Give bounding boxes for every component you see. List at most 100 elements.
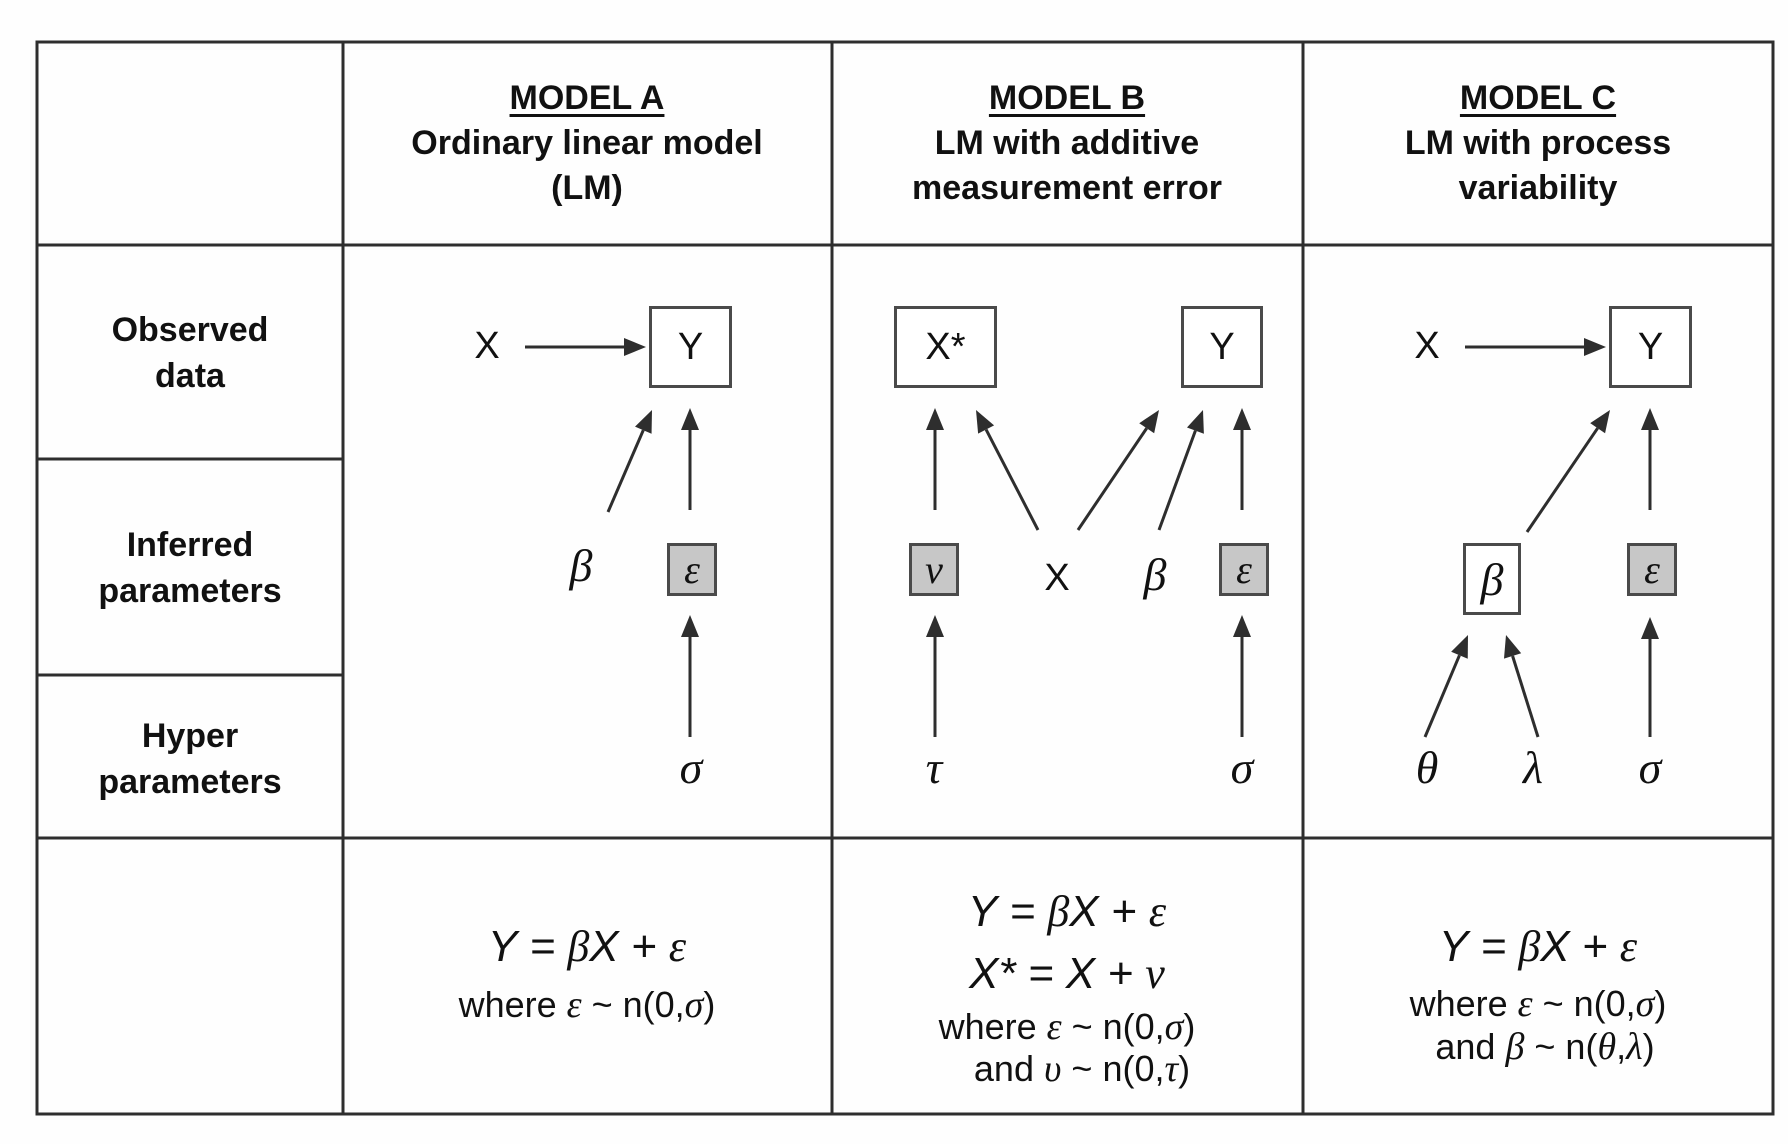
arrow-model-c-beta-to-y bbox=[1525, 410, 1610, 533]
model-b-node-nu: ν bbox=[909, 543, 959, 596]
greek-symbol: ν bbox=[1145, 949, 1165, 998]
arrow-head-icon bbox=[1451, 635, 1468, 659]
equation-text: where bbox=[1409, 983, 1518, 1024]
arrow-model-b-tau-to-nu bbox=[926, 615, 944, 737]
row-label-observed-data: Observed data bbox=[112, 307, 269, 399]
equation-text: X + bbox=[1540, 922, 1620, 971]
arrow-model-c-x-to-y bbox=[1465, 338, 1606, 356]
arrow-head-icon bbox=[1233, 408, 1251, 430]
arrows bbox=[525, 338, 1659, 738]
greek-symbol: θ bbox=[1597, 1026, 1617, 1068]
arrow-model-b-nu-to-xstar bbox=[926, 408, 944, 510]
model-c-title: MODEL C bbox=[1459, 79, 1617, 117]
model-c-node-beta: β bbox=[1463, 543, 1521, 615]
node-label: ε bbox=[684, 547, 700, 592]
model-c-condition: where ε ~ n(0,σ) bbox=[1410, 985, 1667, 1023]
arrow-head-icon bbox=[681, 408, 699, 430]
equation-text: X + bbox=[1069, 887, 1149, 936]
column-header-model-b: MODEL B LM with additive measurement err… bbox=[912, 76, 1222, 211]
model-b-title: MODEL B bbox=[988, 79, 1146, 117]
row-label-line: Hyper bbox=[141, 717, 239, 755]
row-label-line: Inferred bbox=[126, 526, 254, 564]
arrow-head-icon bbox=[1233, 615, 1251, 637]
row-label-line: Observed bbox=[111, 311, 269, 349]
arrow-model-a-x-to-y bbox=[525, 338, 646, 356]
greek-symbol: β bbox=[567, 922, 590, 971]
model-b-node-tau: τ bbox=[925, 742, 943, 793]
row-label-line: parameters bbox=[98, 763, 282, 801]
arrow-model-b-x-to-y bbox=[1076, 410, 1159, 531]
arrow-shaft bbox=[1157, 430, 1197, 531]
equation-text: Y = bbox=[487, 922, 568, 971]
greek-symbol: ε bbox=[668, 922, 687, 971]
model-c-condition: and β ~ n(θ,λ) bbox=[1435, 1028, 1654, 1066]
arrow-head-icon bbox=[926, 615, 944, 637]
node-label: Y bbox=[1637, 325, 1664, 368]
model-a-subtitle-line: Ordinary linear model bbox=[411, 124, 763, 162]
greek-symbol: τ bbox=[1164, 1048, 1179, 1090]
model-c-subtitle-line: variability bbox=[1458, 169, 1618, 207]
equation-text: where bbox=[938, 1006, 1047, 1047]
greek-symbol: σ bbox=[1635, 983, 1655, 1025]
model-b-condition: and υ ~ n(0,τ) bbox=[974, 1050, 1190, 1088]
arrow-head-icon bbox=[1139, 410, 1159, 434]
greek-symbol: ε bbox=[566, 984, 582, 1026]
row-label-line: data bbox=[155, 357, 225, 395]
arrow-model-a-epsilon-to-y bbox=[681, 408, 699, 510]
model-c-node-sigma: σ bbox=[1638, 742, 1662, 793]
model-b-condition: where ε ~ n(0,σ) bbox=[939, 1008, 1196, 1046]
equation-text: Y = bbox=[1438, 922, 1519, 971]
equation-text: Y = bbox=[967, 887, 1048, 936]
table-grid bbox=[35, 40, 1775, 1116]
equation-text: X + bbox=[589, 922, 669, 971]
arrow-shaft bbox=[1525, 427, 1599, 533]
arrow-shaft bbox=[1076, 427, 1148, 531]
node-label: X* bbox=[925, 325, 966, 368]
model-a-node-epsilon: ε bbox=[667, 543, 717, 596]
arrow-head-icon bbox=[635, 410, 652, 434]
equation-text: ~ n( bbox=[1524, 1026, 1598, 1067]
model-c-equation: Y = βX + ε bbox=[1439, 925, 1637, 969]
equation-text: ) bbox=[1654, 983, 1667, 1024]
arrow-head-icon bbox=[624, 338, 646, 356]
equation-text: ) bbox=[703, 984, 716, 1025]
equation-text: ) bbox=[1178, 1048, 1191, 1089]
model-c-node-lambda: λ bbox=[1523, 742, 1543, 793]
arrow-model-b-epsilon-to-y bbox=[1233, 408, 1251, 510]
arrow-head-icon bbox=[1641, 408, 1659, 430]
arrow-head-icon bbox=[681, 615, 699, 637]
greek-symbol: λ bbox=[1626, 1026, 1643, 1068]
equation-text: ) bbox=[1642, 1026, 1655, 1067]
equation-text: ~ n(0, bbox=[1061, 1048, 1165, 1089]
greek-symbol: ε bbox=[1148, 887, 1167, 936]
model-c-node-y: Y bbox=[1609, 306, 1692, 388]
arrow-shaft bbox=[1423, 654, 1461, 738]
row-label-hyper-parameters: Hyper parameters bbox=[98, 713, 281, 805]
model-a-node-y: Y bbox=[649, 306, 732, 388]
model-c-subtitle-line: LM with process bbox=[1404, 124, 1672, 162]
model-a-node-sigma: σ bbox=[679, 742, 703, 793]
equation-text: ~ n(0, bbox=[1532, 983, 1636, 1024]
arrow-model-c-sigma-to-epsilon bbox=[1641, 617, 1659, 737]
greek-symbol: ε bbox=[1619, 922, 1638, 971]
equation-text: and bbox=[973, 1048, 1044, 1089]
equation-text: ) bbox=[1183, 1006, 1196, 1047]
arrow-model-c-epsilon-to-y bbox=[1641, 408, 1659, 510]
arrow-head-icon bbox=[1641, 617, 1659, 639]
model-b-equation: Y = βX + ε bbox=[968, 890, 1166, 934]
arrow-head-icon bbox=[1584, 338, 1606, 356]
greek-symbol: β bbox=[1518, 922, 1541, 971]
greek-symbol: β bbox=[1505, 1026, 1525, 1068]
model-a-subtitle-line: (LM) bbox=[551, 169, 623, 207]
equation-text: where bbox=[458, 984, 567, 1025]
equation-text: X* = X + bbox=[969, 949, 1146, 998]
model-c-node-theta: θ bbox=[1415, 742, 1439, 793]
model-b-subtitle-line: LM with additive bbox=[934, 124, 1200, 162]
arrow-head-icon bbox=[1590, 410, 1610, 434]
model-b-node-sigma: σ bbox=[1230, 742, 1254, 793]
arrow-model-c-lambda-to-beta bbox=[1503, 635, 1540, 738]
arrow-head-icon bbox=[1186, 410, 1204, 434]
arrow-model-a-sigma-to-epsilon bbox=[681, 615, 699, 737]
node-label: ε bbox=[1644, 547, 1660, 592]
